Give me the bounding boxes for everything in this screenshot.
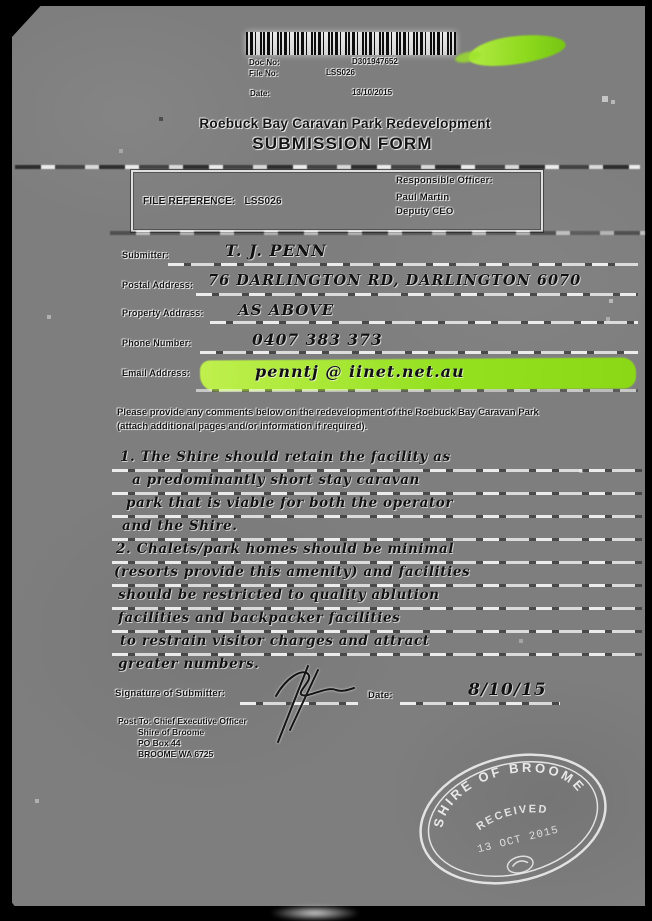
comment-rule[interactable] bbox=[112, 653, 642, 656]
comment-line: to restrain visitor charges and attract bbox=[120, 633, 430, 649]
comment-rule[interactable] bbox=[112, 630, 642, 633]
comment-line: should be restricted to quality ablution bbox=[118, 587, 440, 603]
doc-no-label: Doc No: bbox=[249, 58, 280, 67]
comments-instruction: Please provide any comments below on the… bbox=[117, 407, 539, 433]
phone-number-value: 0407 383 373 bbox=[252, 330, 383, 349]
signature-line[interactable] bbox=[240, 702, 358, 705]
phone-number-line[interactable] bbox=[200, 351, 638, 354]
post-to-line: Shire of Broome bbox=[138, 727, 205, 738]
form-title: Roebuck Bay Caravan Park Redevelopment bbox=[199, 116, 491, 131]
divider-under-box bbox=[110, 231, 645, 235]
date-label: Date: bbox=[250, 89, 271, 98]
comment-line: facilities and backpacker facilities bbox=[118, 610, 401, 626]
divider-top bbox=[15, 165, 640, 169]
date-line[interactable] bbox=[400, 702, 560, 705]
scanned-page bbox=[12, 6, 645, 906]
post-to-block: Post To: Chief Executive Officer Shire o… bbox=[118, 716, 247, 760]
doc-no-value: D301947652 bbox=[352, 57, 398, 66]
signature-mark bbox=[275, 665, 355, 743]
file-no-value: LSS026 bbox=[326, 68, 355, 77]
received-stamp: SHIRE OF BROOME RECEIVED 13 OCT 2015 bbox=[419, 744, 607, 885]
officer-title: Deputy CEO bbox=[396, 206, 454, 217]
comment-rule[interactable] bbox=[112, 561, 642, 564]
signature-date-value: 8/10/15 bbox=[468, 680, 547, 700]
submitter-line[interactable] bbox=[168, 263, 638, 266]
comment-line: greater numbers. bbox=[118, 656, 260, 672]
file-reference-value: LSS026 bbox=[244, 196, 282, 207]
email-address-value: penntj @ iinet.net.au bbox=[255, 362, 465, 381]
property-address-label: Property Address: bbox=[122, 308, 204, 318]
responsible-officer-label: Responsible Officer: bbox=[396, 175, 493, 186]
date-value: 13/10/2015 bbox=[352, 88, 393, 97]
comment-line: park that is viable for both the operato… bbox=[126, 495, 454, 511]
stamp-date-text: 13 OCT 2015 bbox=[476, 824, 560, 856]
comment-line: (resorts provide this amenity) and facil… bbox=[114, 564, 471, 580]
email-address-label: Email Address: bbox=[122, 368, 190, 378]
file-reference-box: FILE REFERENCE: LSS026 Responsible Offic… bbox=[131, 170, 543, 232]
phone-number-label: Phone Number: bbox=[122, 338, 192, 348]
corner-shadow-bottom-left bbox=[0, 887, 26, 921]
postal-address-label: Postal Address: bbox=[122, 280, 194, 290]
file-reference-label: FILE REFERENCE: bbox=[143, 196, 236, 207]
comment-rule[interactable] bbox=[112, 538, 642, 541]
submitter-value: T. J. PENN bbox=[225, 241, 327, 260]
comment-line: a predominantly short stay caravan bbox=[132, 472, 420, 488]
comment-rule[interactable] bbox=[112, 515, 642, 518]
signature-label: Signature of Submitter: bbox=[115, 688, 226, 699]
comment-rule[interactable] bbox=[112, 492, 642, 495]
scan-edge-glow bbox=[270, 905, 360, 921]
comment-line: 1. The Shire should retain the facility … bbox=[120, 449, 451, 465]
email-address-line[interactable] bbox=[196, 389, 638, 392]
submitter-label: Submitter: bbox=[122, 250, 169, 260]
post-to-line: BROOME WA 6725 bbox=[138, 749, 214, 760]
postal-address-line[interactable] bbox=[196, 293, 638, 296]
highlighter-smudge bbox=[466, 30, 568, 70]
barcode bbox=[246, 32, 456, 55]
property-address-line[interactable] bbox=[210, 321, 638, 324]
comment-rule[interactable] bbox=[112, 584, 642, 587]
postal-address-value: 76 DARLINGTON RD, DARLINGTON 6070 bbox=[208, 272, 582, 289]
comment-line: 2. Chalets/park homes should be minimal bbox=[116, 541, 455, 557]
officer-name: Paul Martin bbox=[396, 192, 450, 203]
comment-rule[interactable] bbox=[112, 469, 642, 472]
file-no-label: File No: bbox=[249, 69, 279, 78]
corner-shadow-top-left bbox=[0, 0, 46, 50]
form-subtitle: SUBMISSION FORM bbox=[252, 134, 433, 153]
post-to-line: PO Box 44 bbox=[138, 738, 181, 749]
comment-rule[interactable] bbox=[112, 607, 642, 610]
property-address-value: AS ABOVE bbox=[238, 301, 335, 319]
signature-date-label: Date: bbox=[368, 690, 393, 701]
comment-line: and the Shire. bbox=[122, 518, 238, 534]
post-to-line: Post To: Chief Executive Officer bbox=[118, 716, 247, 726]
